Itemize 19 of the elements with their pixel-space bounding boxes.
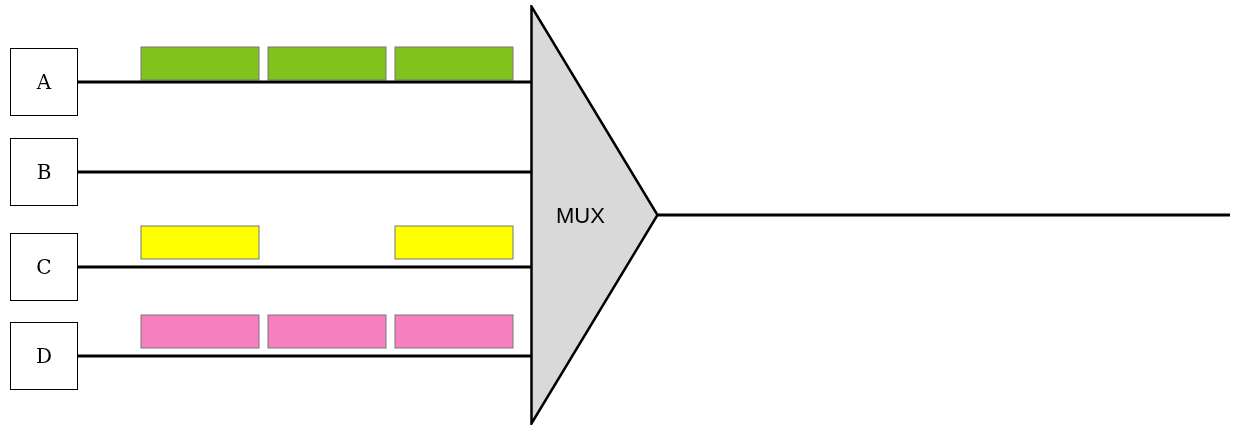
- input-box: C: [10, 233, 78, 301]
- input-box: B: [10, 138, 78, 206]
- data-block: [140, 225, 260, 260]
- output-line: [657, 213, 1230, 217]
- data-block: [140, 314, 260, 349]
- input-line: [78, 354, 531, 358]
- data-block: [394, 225, 514, 260]
- input-box: D: [10, 322, 78, 390]
- data-block: [267, 314, 387, 349]
- data-block: [394, 314, 514, 349]
- input-line: [78, 265, 531, 269]
- input-line: [78, 80, 531, 84]
- multiplexer-triangle: [530, 5, 659, 425]
- input-line: [78, 170, 531, 174]
- mux-label: MUX: [556, 203, 605, 229]
- data-block: [140, 46, 260, 81]
- input-box: A: [10, 48, 78, 116]
- data-block: [394, 46, 514, 81]
- data-block: [267, 46, 387, 81]
